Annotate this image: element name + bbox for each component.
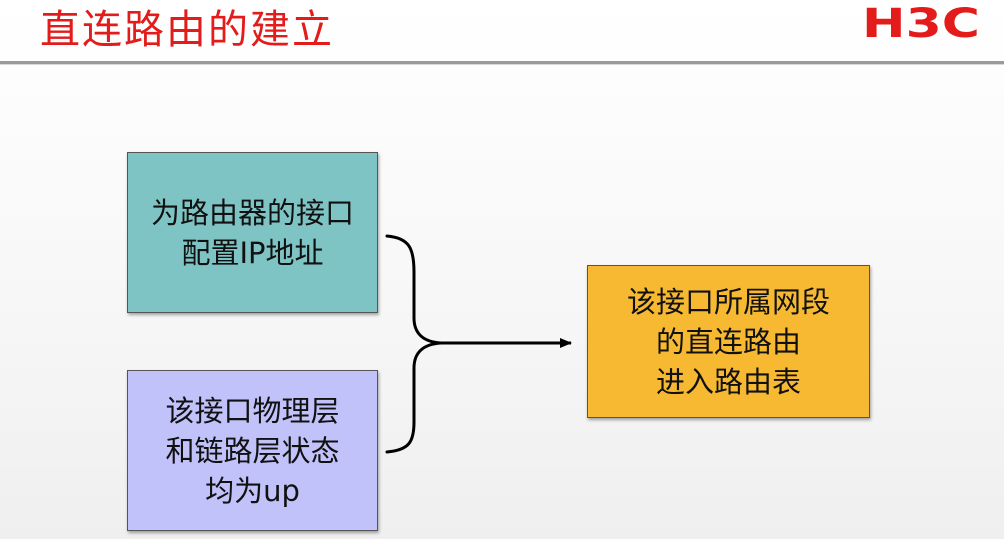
curly-brace <box>385 234 443 454</box>
node-text-line: 该接口物理层 <box>165 393 340 428</box>
node-text-line: 的直连路由 <box>655 324 801 359</box>
node-text-line: 该接口所属网段 <box>626 284 830 319</box>
title-divider-shadow <box>0 64 1004 65</box>
node-text-line: 和链路层状态 <box>165 433 340 468</box>
node-route-entry: 该接口所属网段 的直连路由 进入路由表 <box>587 265 870 418</box>
node-assign-ip: 为路由器的接口 配置IP地址 <box>127 152 378 313</box>
slide-title: 直连路由的建立 <box>40 7 334 53</box>
h3c-logo-text: H3C <box>862 4 980 40</box>
title-divider <box>0 61 1004 64</box>
node-text-line: 配置IP地址 <box>181 235 324 270</box>
node-text-line: 均为up <box>205 473 300 508</box>
node-interface-up: 该接口物理层 和链路层状态 均为up <box>127 370 378 531</box>
h3c-logo: H3C <box>862 4 980 40</box>
node-text-line: 进入路由表 <box>655 364 801 399</box>
node-text-line: 为路由器的接口 <box>150 195 354 230</box>
